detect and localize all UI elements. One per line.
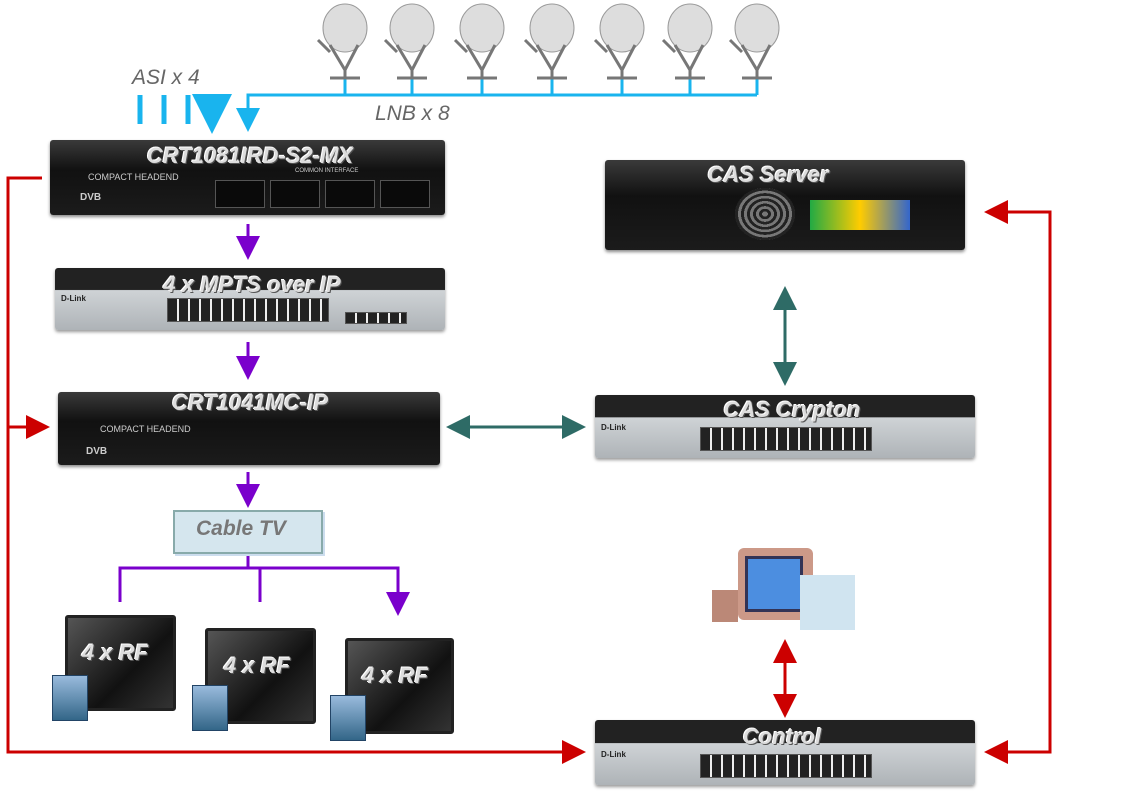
satellite-dish-icon: [316, 2, 781, 80]
dlink-text: D-Link: [601, 423, 626, 432]
lnb-label: LNB x 8: [375, 102, 450, 125]
cas-crypton-label: CAS Crypton: [723, 397, 861, 422]
control-label: Control: [742, 724, 822, 749]
cas-crypton-switch: D-Link: [595, 395, 975, 458]
cable-tv-box: [173, 510, 323, 554]
control-switch: D-Link: [595, 720, 975, 785]
ci-card-icon: [52, 675, 88, 721]
brand-text: COMPACT HEADEND: [88, 172, 179, 182]
mc-label: CRT1041MC-IP: [171, 390, 329, 415]
mpts-label: 4 x MPTS over IP: [163, 272, 341, 297]
cas-server: [605, 160, 965, 250]
ci-card-icon: [330, 695, 366, 741]
dvb-logo: DVB: [86, 446, 108, 457]
dlink-text: D-Link: [61, 294, 86, 303]
brand-text: COMPACT HEADEND: [100, 424, 191, 434]
rf-label-3: 4 x RF: [361, 663, 429, 688]
cas-server-label: CAS Server: [707, 162, 829, 187]
asi-label: ASI x 4: [132, 66, 200, 89]
dvb-logo: DVB: [80, 192, 102, 203]
mpts-switch: D-Link: [55, 268, 445, 330]
ci-text: COMMON INTERFACE: [295, 168, 359, 174]
rf-label-1: 4 x RF: [81, 640, 149, 665]
fan-icon: [735, 188, 795, 240]
rf-label-2: 4 x RF: [223, 653, 291, 678]
ird-device: COMPACT HEADEND DVB COMMON INTERFACE: [50, 140, 445, 215]
dlink-text: D-Link: [601, 750, 626, 759]
ci-card-icon: [192, 685, 228, 731]
lnb-bus-line: [236, 93, 757, 132]
cable-tv-label: Cable TV: [196, 517, 286, 540]
mc-device: COMPACT HEADEND DVB: [58, 392, 440, 465]
ird-label: CRT1081IRD-S2-MX: [146, 143, 354, 168]
